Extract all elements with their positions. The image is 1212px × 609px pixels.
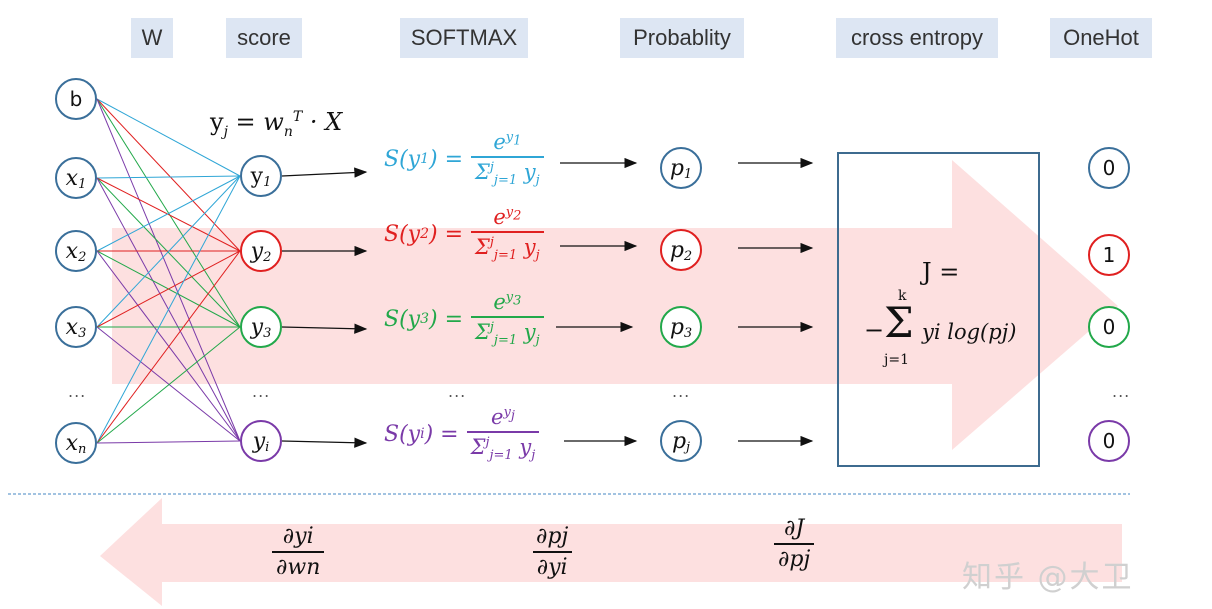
flow-arrows: [281, 157, 814, 448]
score-formula: yj = wnT · X: [210, 108, 343, 140]
score-ellipsis: ...: [252, 382, 271, 401]
loss-sum-bottom: j=1: [884, 352, 909, 368]
connection-line: [96, 175, 241, 444]
connection-line: [96, 98, 241, 252]
loss-sum-top: k: [898, 288, 907, 304]
connection-line: [96, 177, 241, 252]
connection-line: [96, 440, 241, 444]
header-score: score: [226, 18, 302, 58]
forward-flow-arrow: [112, 160, 1118, 450]
onehot-ellipsis: ...: [1112, 382, 1131, 401]
header-cross-entropy: cross entropy: [836, 18, 998, 58]
connection-line: [96, 250, 241, 328]
derivative-dy-dw: ∂yi∂wn: [272, 524, 325, 580]
header-probability: Probablity: [620, 18, 744, 58]
connection-line: [96, 98, 241, 177]
flow-arrow: [281, 437, 368, 448]
connection-line: [96, 250, 241, 444]
loss-minus: −: [864, 316, 885, 344]
backward-flow-arrow: [100, 498, 1122, 606]
loss-term: yi log(pj): [922, 320, 1017, 344]
header-softmax: SOFTMAX: [400, 18, 528, 58]
cross-entropy-box: [837, 152, 1040, 467]
onehot-node-1: 0: [1088, 147, 1130, 189]
input-connections: [96, 98, 241, 444]
input-ellipsis: ...: [68, 382, 87, 401]
input-node-b: b: [55, 78, 97, 120]
loss-sigma: Σ: [884, 298, 914, 347]
connection-line: [96, 175, 241, 328]
derivative-dj-dp: ∂J∂pj: [774, 516, 815, 572]
connection-line: [96, 98, 241, 442]
onehot-node-2: 1: [1088, 234, 1130, 276]
connection-line: [96, 175, 241, 252]
watermark: 知乎 @大卫: [962, 560, 1134, 595]
connection-line: [96, 250, 241, 442]
header-w: W: [131, 18, 173, 58]
onehot-node-3: 0: [1088, 306, 1130, 348]
connection-line: [96, 177, 241, 328]
connection-line: [96, 175, 241, 179]
onehot-node-4: 0: [1088, 420, 1130, 462]
flow-arrow: [281, 167, 368, 178]
header-onehot: OneHot: [1050, 18, 1152, 58]
connection-line: [96, 326, 241, 442]
flow-arrow: [281, 323, 368, 334]
loss-line1: J =: [922, 258, 960, 286]
prob-ellipsis: ...: [672, 382, 691, 401]
derivative-dp-dy: ∂pj∂yi: [532, 524, 572, 580]
connection-line: [96, 326, 241, 444]
softmax-ellipsis: ...: [448, 382, 467, 401]
